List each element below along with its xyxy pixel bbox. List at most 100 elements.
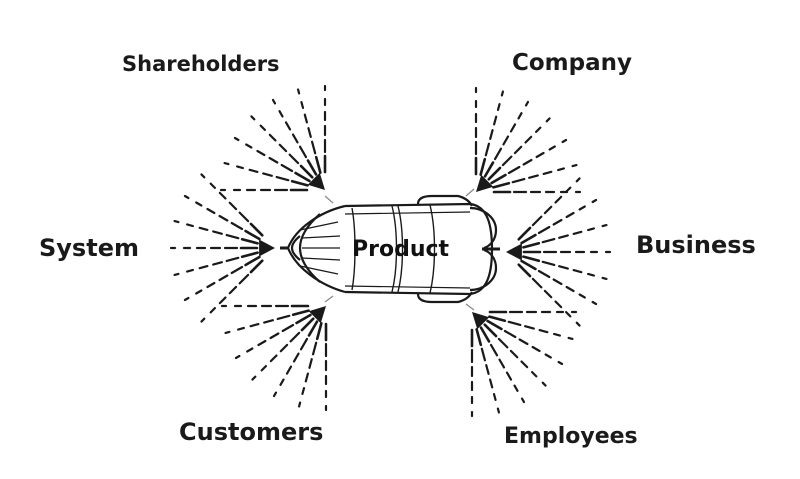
burst-dash [271, 98, 277, 105]
burst-tip [308, 306, 326, 324]
burst-dash [275, 175, 290, 182]
burst-dash [567, 336, 574, 341]
burst-dash [497, 337, 509, 349]
burst-dash [575, 321, 581, 327]
burst-dash [237, 326, 245, 331]
burst-dash [485, 364, 490, 375]
burst-dash [206, 281, 216, 289]
burst-dash [183, 194, 190, 200]
burst-dash [531, 215, 543, 227]
burst-dash [553, 332, 561, 337]
burst-dash [248, 168, 259, 173]
burst-dash [307, 127, 312, 138]
burst-dash [233, 136, 240, 142]
burst-tip [476, 174, 494, 192]
burst-dash [487, 166, 502, 181]
burst-dash [531, 277, 543, 289]
burst-dash [591, 300, 598, 306]
burst-dash [479, 326, 491, 343]
burst-dash [218, 274, 229, 282]
burst-dash [565, 186, 572, 193]
burst-dash [578, 205, 586, 211]
burst-dash [541, 237, 556, 244]
burst-dash [292, 352, 300, 363]
burst-dash [304, 372, 309, 383]
burst-dash [483, 161, 495, 178]
label-system: System [39, 234, 139, 262]
burst-dash [535, 151, 545, 159]
burst-dash [524, 325, 535, 330]
burst-dash [218, 214, 229, 222]
burst-dash [200, 173, 206, 179]
burst-dash [225, 233, 240, 240]
burst-dash [269, 354, 278, 363]
burst-dash [541, 381, 547, 387]
burst-dash [223, 161, 230, 166]
burst-dash [571, 163, 578, 168]
burst-dash [299, 164, 314, 179]
burst-dash [490, 173, 507, 185]
burst-dash [552, 218, 563, 226]
burst-dash [298, 145, 308, 159]
burst-system [169, 173, 275, 323]
burst-dash [502, 135, 510, 146]
burst-dash [575, 177, 581, 183]
burst-dash [513, 384, 519, 392]
burst-dash [522, 158, 533, 166]
burst-dash [257, 339, 267, 347]
burst-dash [509, 123, 517, 133]
burst-dash [565, 211, 575, 219]
burst-dash [543, 205, 553, 215]
burst-dash [244, 255, 261, 267]
burst-dash [475, 328, 483, 347]
burst-tip [307, 172, 325, 190]
burst-dash [291, 133, 299, 144]
burst-dash [224, 330, 231, 335]
burst-dash [279, 343, 289, 353]
burst-dash [259, 124, 266, 131]
burst-dash [300, 101, 305, 109]
burst-dash [183, 296, 190, 302]
burst-dash [206, 207, 216, 215]
burst-dash [544, 353, 552, 359]
burst-dash [280, 163, 294, 173]
burst-dash [230, 221, 244, 231]
burst-dash [308, 358, 313, 369]
burst-dash [543, 289, 553, 299]
burst-dash [285, 365, 293, 375]
burst-company [474, 86, 582, 194]
burst-dash [489, 378, 494, 389]
burst-dash [289, 331, 301, 343]
burst-dash [537, 269, 551, 279]
burst-dash [601, 276, 608, 281]
burst-dash [501, 155, 513, 167]
burst-dash [218, 296, 227, 305]
burst-dash [225, 256, 240, 263]
burst-dash [268, 156, 279, 164]
burst-dash [269, 332, 280, 340]
burst-dash [198, 265, 209, 270]
burst-dash [186, 223, 194, 228]
burst-dash [284, 121, 292, 131]
label-company: Company [512, 50, 632, 76]
burst-business [506, 177, 612, 327]
burst-dash [484, 142, 491, 157]
burst-dash [565, 311, 572, 318]
burst-dash [244, 229, 261, 241]
burst-dash [572, 230, 583, 235]
burst-dash [300, 317, 315, 332]
burst-dash [295, 313, 312, 325]
burst-dash [517, 112, 523, 120]
burst-dash [240, 237, 259, 245]
burst-dash [249, 222, 264, 237]
burst-dash [493, 115, 498, 126]
burst-employees [470, 310, 578, 418]
burst-dash [558, 265, 569, 270]
burst-dash [509, 349, 519, 359]
burst-dash [296, 88, 301, 95]
burst-dash [522, 241, 541, 249]
label-business: Business [636, 231, 756, 259]
burst-dash [520, 397, 526, 404]
burst-dash [542, 170, 553, 175]
